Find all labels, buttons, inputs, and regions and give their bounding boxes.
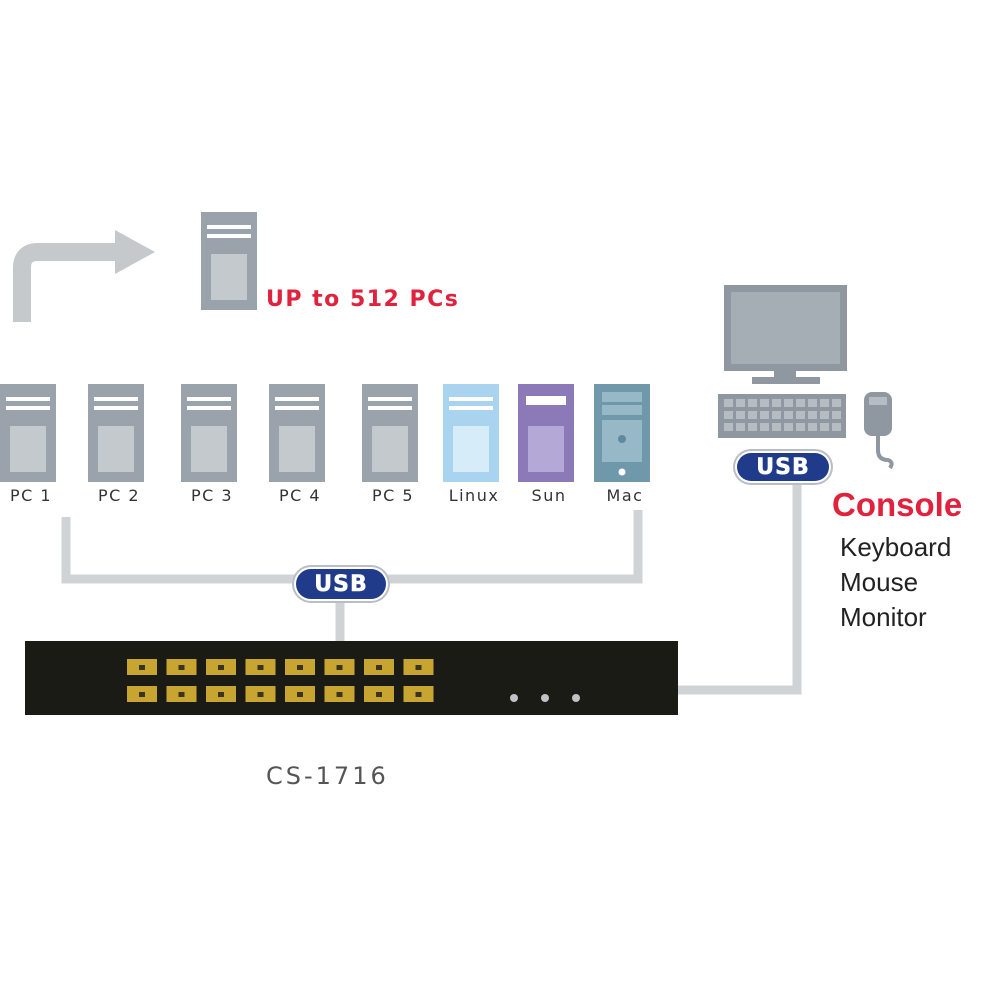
kvm-port — [127, 686, 157, 702]
console-item-mouse: Mouse — [840, 567, 919, 597]
kvm-port — [206, 686, 236, 702]
kvm-switch-device — [25, 641, 678, 715]
keyboard-key — [772, 423, 781, 431]
status-led — [510, 694, 518, 702]
expansion-pc-tower-icon — [201, 212, 257, 310]
device-model-label: CS-1716 — [266, 762, 389, 790]
keyboard-key — [760, 423, 769, 431]
computer-label: PC 2 — [97, 486, 141, 505]
kvm-port — [285, 659, 315, 675]
keyboard-key — [748, 399, 757, 407]
keyboard-key — [796, 411, 805, 419]
computer-pc-4-icon — [269, 384, 325, 482]
computer-pc-2-icon — [88, 384, 144, 482]
keyboard-key — [808, 411, 817, 419]
keyboard-key — [796, 399, 805, 407]
kvm-port — [166, 659, 197, 675]
kvm-port — [324, 659, 355, 675]
kvm-port — [364, 686, 394, 702]
keyboard-key — [820, 411, 829, 419]
kvm-port — [324, 686, 355, 702]
keyboard-icon — [718, 394, 846, 438]
computer-label: PC 3 — [190, 486, 234, 505]
status-led — [572, 694, 580, 702]
keyboard-key — [736, 411, 745, 419]
kvm-port — [403, 686, 434, 702]
kvm-port — [285, 686, 315, 702]
kvm-port — [166, 686, 197, 702]
keyboard-key — [820, 399, 829, 407]
keyboard-key — [748, 411, 757, 419]
kvm-port — [403, 659, 434, 675]
keyboard-key — [832, 399, 841, 407]
console-usb-badge-label: USB — [737, 453, 829, 481]
expansion-arrow-icon — [13, 230, 155, 322]
keyboard-key — [784, 423, 793, 431]
keyboard-key — [796, 423, 805, 431]
keyboard-key — [760, 399, 769, 407]
keyboard-key — [724, 423, 733, 431]
mouse-icon — [864, 392, 894, 470]
keyboard-key — [772, 399, 781, 407]
computer-mac-icon — [594, 384, 650, 482]
keyboard-key — [724, 411, 733, 419]
console-title: Console — [832, 486, 963, 523]
computer-pc-3-icon — [181, 384, 237, 482]
keyboard-key — [784, 411, 793, 419]
computer-sun-icon — [518, 384, 574, 482]
keyboard-key — [808, 423, 817, 431]
computer-pc-1-icon — [0, 384, 56, 482]
console-usb-badge: USB — [733, 449, 833, 485]
kvm-port — [206, 659, 236, 675]
keyboard-key — [784, 399, 793, 407]
computer-row — [0, 384, 650, 482]
kvm-port — [245, 659, 276, 675]
kvm-port — [245, 686, 276, 702]
status-led — [541, 694, 549, 702]
kvm-port — [364, 659, 394, 675]
computer-label: Mac — [606, 486, 644, 505]
computer-label: Linux — [448, 486, 500, 505]
computer-label: PC 5 — [371, 486, 415, 505]
computer-pc-5-icon — [362, 384, 418, 482]
computer-label: Sun — [531, 486, 567, 505]
keyboard-key — [832, 411, 841, 419]
expansion-headline: UP to 512 PCs — [266, 287, 460, 312]
keyboard-key — [832, 423, 841, 431]
keyboard-key — [772, 411, 781, 419]
keyboard-key — [760, 411, 769, 419]
kvm-port — [127, 659, 157, 675]
usb-badge-label: USB — [296, 569, 386, 599]
monitor-icon — [724, 285, 847, 384]
keyboard-key — [820, 423, 829, 431]
computer-linux-icon — [443, 384, 499, 482]
keyboard-key — [736, 423, 745, 431]
keyboard-key — [808, 399, 817, 407]
keyboard-key — [748, 423, 757, 431]
keyboard-key — [736, 399, 745, 407]
usb-badge: USB — [292, 565, 390, 603]
console-cable — [678, 480, 802, 695]
console-item-monitor: Monitor — [840, 602, 927, 632]
computer-label: PC 1 — [9, 486, 53, 505]
console-item-keyboard: Keyboard — [840, 532, 952, 562]
keyboard-key — [724, 399, 733, 407]
computer-label: PC 4 — [278, 486, 322, 505]
